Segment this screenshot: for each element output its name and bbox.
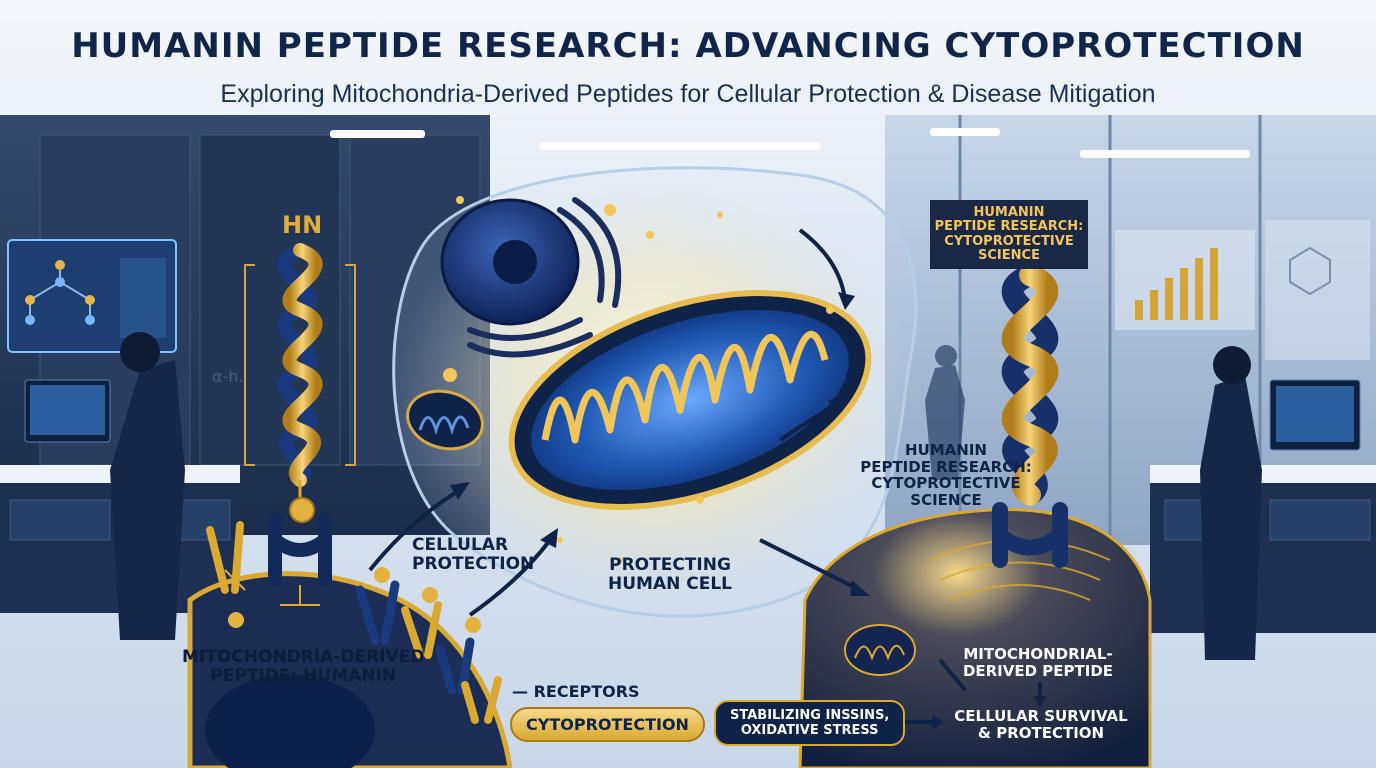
mitochondrial-derived-label: MITOCHONDRIAL- DERIVED PEPTIDE [962,645,1114,680]
page-subtitle: Exploring Mitochondria-Derived Peptides … [220,80,1156,108]
mitochondria-derived-label: MITOCHONDRIA-DERIVED PEPTIDE: HUMANIN [182,647,425,686]
alpha-helix-label: α-h. [212,367,244,386]
research-science-label: HUMANIN PEPTIDE RESEARCH: CYTOPROTECTIVE… [860,441,1032,509]
protecting-cell-label: PROTECTING HUMAN CELL [608,555,733,594]
small-mitochondrion [406,389,484,451]
humanin-helix-left [277,243,323,523]
page-title: HUMANIN PEPTIDE RESEARCH: ADVANCING CYTO… [71,26,1305,66]
flow-arrows [368,228,1042,724]
cytoprotection-badge: CYTOPROTECTION [510,707,705,742]
receptor-group [206,513,502,724]
humanin-helix-right [992,264,1068,568]
stabilizing-badge: STABILIZING INSSINS, OXIDATIVE STRESS [714,700,906,746]
research-box-label: HUMANIN PEPTIDE RESEARCH: CYTOPROTECTIVE… [930,200,1088,270]
hn-label: HN [282,211,323,239]
cellular-survival-label: CELLULAR SURVIVAL & PROTECTION [954,707,1128,742]
receptors-label: — RECEPTORS [512,682,640,701]
left-scientist [110,360,185,640]
cellular-protection-label: CELLULAR PROTECTION [412,535,535,574]
right-scientist [1200,375,1262,660]
